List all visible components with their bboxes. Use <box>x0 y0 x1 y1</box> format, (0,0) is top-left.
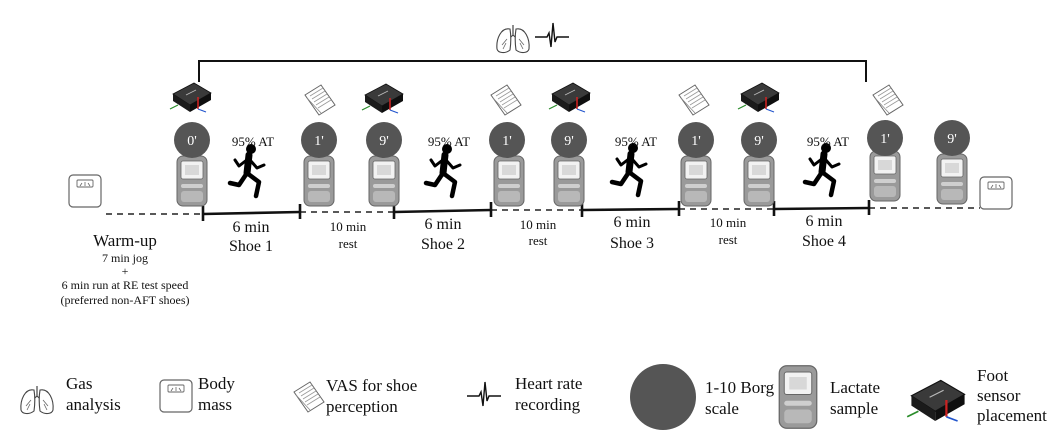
runner-icon <box>612 143 646 195</box>
vas-sheet-icon <box>293 381 325 413</box>
legend-gas-label: Gas analysis <box>66 374 121 414</box>
warmup-title: Warm-up <box>93 231 157 250</box>
timeline <box>106 200 980 221</box>
rest-label: rest <box>339 236 358 251</box>
rest-duration: 10 min <box>330 219 367 234</box>
intensity-label: 95% AT <box>615 134 657 149</box>
lactate-analyzer-icon <box>553 155 585 207</box>
heart-rate-icon <box>534 22 570 48</box>
vas-sheet-icon <box>304 84 336 116</box>
rest-duration: 10 min <box>520 217 557 232</box>
lactate-analyzer-icon <box>869 150 901 202</box>
rest-label: rest <box>529 233 548 248</box>
lactate-analyzer-icon <box>936 153 968 205</box>
lactate-analyzer-icon <box>493 155 525 207</box>
lactate-analyzer-icon <box>778 365 818 429</box>
borg-time-label: 9' <box>754 134 764 149</box>
run-shoe: Shoe 2 <box>421 236 465 253</box>
borg-circle <box>489 122 525 158</box>
body-mass-icon <box>159 379 193 413</box>
borg-time-label: 9' <box>379 134 389 149</box>
borg-time-label: 1' <box>314 134 324 149</box>
borg-circle <box>301 122 337 158</box>
borg-circle <box>934 120 970 156</box>
intensity-label: 95% AT <box>232 134 274 149</box>
borg-circle <box>174 122 210 158</box>
borg-time-label: 9' <box>947 132 957 147</box>
warmup-line: 7 min jog <box>102 251 148 265</box>
warmup-line: (preferred non-AFT shoes) <box>60 293 189 307</box>
run-shoe: Shoe 1 <box>229 238 273 255</box>
run-shoe: Shoe 3 <box>610 235 654 252</box>
heart-rate-icon <box>466 381 502 407</box>
legend-heart-rate-label: Heart rate recording <box>515 374 583 414</box>
run-shoe: Shoe 4 <box>802 233 846 250</box>
borg-circle <box>551 122 587 158</box>
foot-sensor-icon <box>169 82 212 113</box>
vas-sheet-icon <box>678 84 710 116</box>
rest-label: rest <box>719 232 738 247</box>
gas-analysis-icon <box>20 385 54 415</box>
lactate-analyzer-icon <box>680 155 712 207</box>
borg-circle <box>678 122 714 158</box>
lactate-analyzer-icon <box>176 155 208 207</box>
run-duration: 6 min <box>614 214 651 231</box>
intensity-label: 95% AT <box>428 134 470 149</box>
vas-sheet-icon <box>490 84 522 116</box>
run-duration: 6 min <box>425 216 462 233</box>
legend-body-mass-label: Body mass <box>198 374 235 414</box>
run-duration: 6 min <box>233 219 270 236</box>
foot-sensor-icon <box>548 82 591 113</box>
borg-scale-icon <box>630 364 696 430</box>
intensity-label: 95% AT <box>807 134 849 149</box>
legend-lactate-label: Lactate sample <box>830 378 881 418</box>
legend-foot-sensor-label: Foot sensor placement <box>977 366 1047 425</box>
lactate-analyzer-icon <box>743 155 775 207</box>
borg-time-label: 1' <box>502 134 512 149</box>
borg-circle <box>366 122 402 158</box>
foot-sensor-icon <box>906 379 966 423</box>
rest-duration: 10 min <box>710 215 747 230</box>
foot-sensor-icon <box>737 82 780 113</box>
recording-bracket <box>198 60 867 82</box>
warmup-line: + <box>122 264 129 278</box>
warmup-line: 6 min run at RE test speed <box>62 278 189 292</box>
runner-icon <box>805 143 839 195</box>
body-mass-icon <box>979 176 1013 210</box>
foot-sensor-icon <box>361 83 404 114</box>
gas-analysis-icon <box>496 24 530 54</box>
body-mass-icon <box>68 174 102 208</box>
borg-time-label: 9' <box>564 134 574 149</box>
vas-sheet-icon <box>872 84 904 116</box>
borg-time-label: 1' <box>880 132 890 147</box>
borg-circle <box>867 120 903 156</box>
run-duration: 6 min <box>806 213 843 230</box>
lactate-analyzer-icon <box>368 155 400 207</box>
runner-icon <box>230 144 264 196</box>
borg-time-label: 1' <box>691 134 701 149</box>
legend-borg-label: 1-10 Borg scale <box>705 378 775 418</box>
borg-time-label: 0' <box>187 134 197 149</box>
runner-icon <box>426 144 460 196</box>
borg-circles <box>174 120 970 158</box>
lactate-analyzer-icon <box>303 155 335 207</box>
borg-circle <box>741 122 777 158</box>
legend-vas-label: VAS for shoe perception <box>326 376 418 416</box>
